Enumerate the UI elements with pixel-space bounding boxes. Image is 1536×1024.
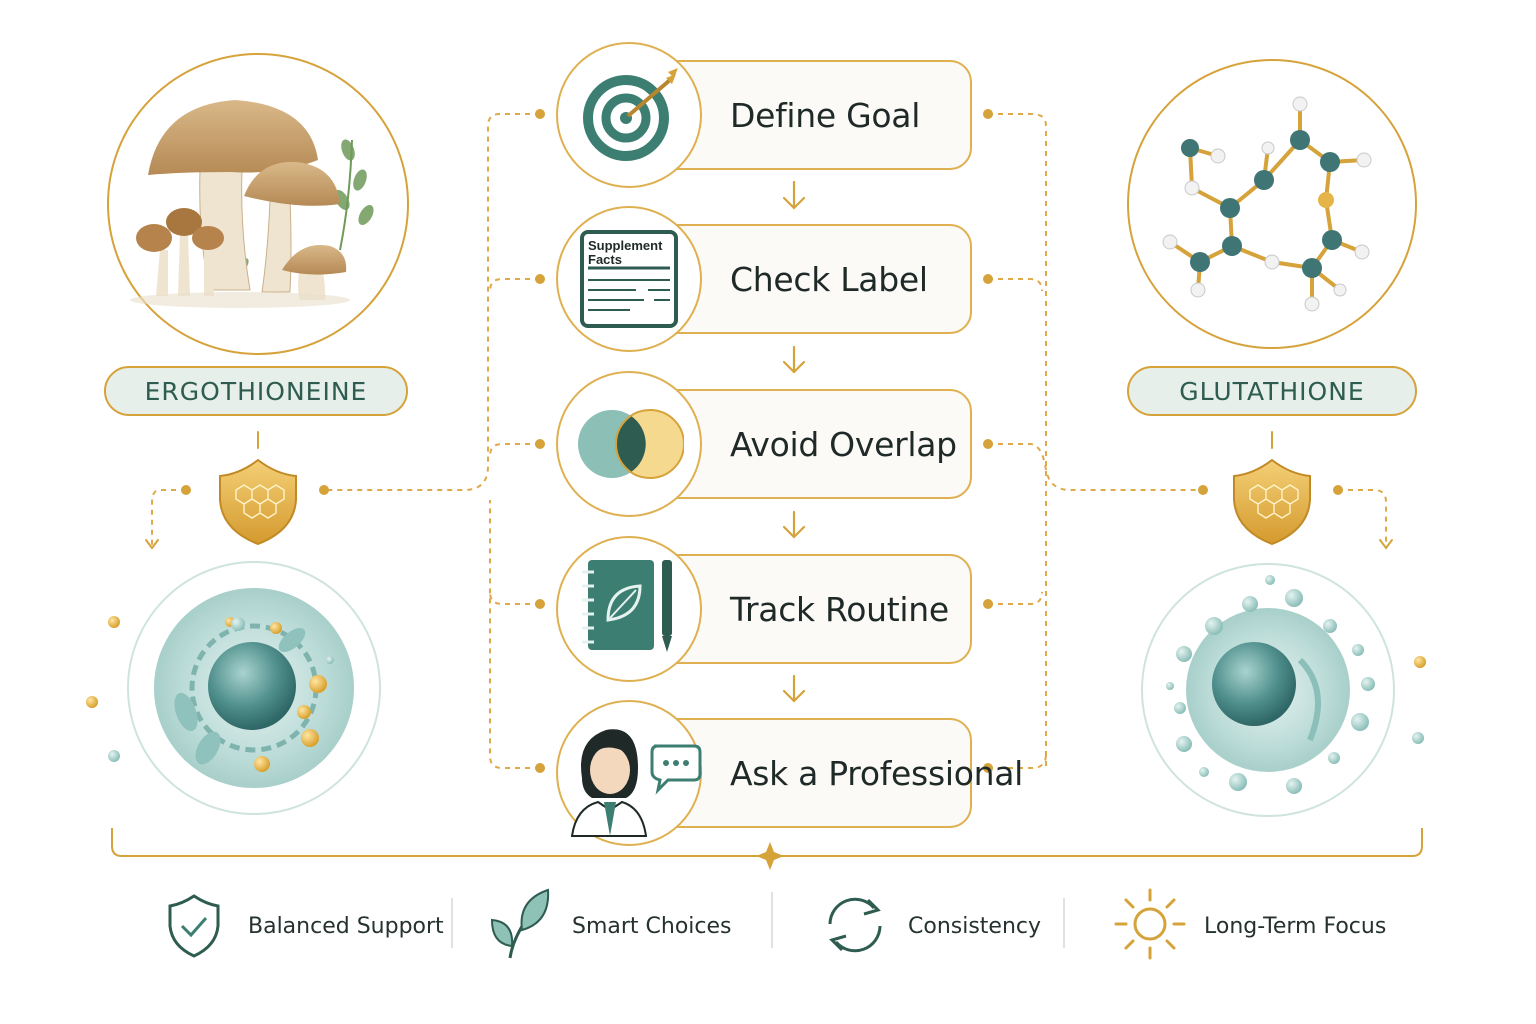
supplement-icon-text-2: Facts [588, 252, 622, 267]
step-avoid-overlap-label: Avoid Overlap [730, 424, 957, 464]
step-check-label-label: Check Label [730, 259, 928, 299]
shield-emblem-left [219, 458, 297, 546]
leaf-icon [490, 888, 550, 959]
cycle-arrows-icon [828, 897, 882, 953]
footer-balanced-support: Balanced Support [248, 913, 444, 939]
connector-dots [181, 109, 1343, 773]
supplement-facts-icon: Supplement Facts [580, 230, 678, 328]
step-define-goal-label: Define Goal [730, 95, 921, 135]
step-arrows [782, 180, 806, 703]
molecule-illustration [1127, 59, 1417, 349]
notebook-icon [582, 560, 672, 652]
footer-long-term-focus: Long-Term Focus [1204, 913, 1387, 939]
cell-illustration-left [86, 561, 381, 815]
professional-chat-icon [570, 729, 702, 837]
dashed-connectors [151, 113, 1387, 770]
target-icon [583, 68, 678, 161]
shield-emblem-right [1233, 458, 1311, 546]
ergothioneine-label: ERGOTHIONEINE [104, 366, 408, 416]
glutathione-label: GLUTATHIONE [1127, 366, 1417, 416]
shield-check-icon [168, 894, 220, 958]
footer-smart-choices: Smart Choices [572, 913, 732, 939]
supplement-icon-text-1: Supplement [588, 238, 663, 253]
cell-illustration-right [1141, 563, 1426, 817]
step-ask-professional-label: Ask a Professional [730, 753, 1024, 793]
footer-consistency: Consistency [908, 913, 1042, 939]
sun-icon [1114, 888, 1186, 960]
mushroom-illustration [107, 53, 409, 355]
sparkle-icon [756, 842, 784, 870]
step-track-routine-label: Track Routine [730, 589, 949, 629]
venn-diagram-icon [578, 409, 684, 479]
